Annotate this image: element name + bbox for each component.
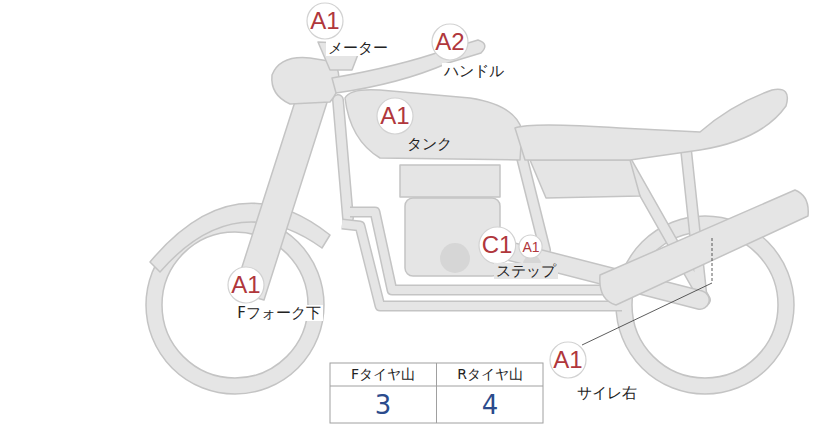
callout-code: A1 (231, 273, 260, 297)
circle-shape (307, 3, 343, 39)
part-name: サイレ右 (575, 385, 639, 402)
callout-circle: A1 (549, 341, 587, 379)
callout-circle: A1 (376, 97, 414, 135)
circle-shape (479, 227, 516, 264)
part-name: タンク (405, 136, 454, 153)
callout-code: A1 (310, 9, 339, 33)
part-name: ハンドル (442, 63, 506, 80)
leader-line (582, 283, 712, 345)
part-name: メーター (326, 40, 390, 57)
table-value: 3 (373, 391, 394, 420)
table-value: 4 (480, 391, 501, 420)
front-fender (150, 203, 330, 272)
circle-shape (228, 267, 264, 303)
callout-code: A1 (380, 104, 409, 128)
table-header: Rタイヤ山 (455, 367, 525, 382)
callout-circle: A1 (518, 234, 543, 259)
table-header: Fタイヤ山 (349, 367, 417, 382)
circle-shape (377, 98, 413, 134)
callout-circle: A1 (227, 266, 265, 304)
illustration-part (146, 40, 808, 394)
side-cover (530, 160, 640, 198)
illustration-part (330, 363, 543, 423)
circle-shape (432, 24, 468, 60)
seat (515, 89, 787, 160)
fuel-tank (345, 90, 522, 160)
callout-code: A1 (553, 348, 582, 372)
leader-line (712, 238, 713, 283)
engine-cover (440, 243, 470, 273)
engine-cylinder (400, 165, 500, 197)
part-name: ステップ (494, 263, 558, 280)
part-name: Fフォーク下 (235, 305, 323, 322)
callout-circle: C1 (478, 226, 517, 265)
callout-code: A1 (522, 240, 539, 254)
callout-code: C1 (482, 233, 513, 257)
callout-code: A2 (435, 30, 464, 54)
tire-table (330, 363, 543, 423)
callout-circle: A1 (306, 2, 344, 40)
muffler (600, 190, 808, 305)
circle-shape (550, 342, 586, 378)
callout-circle: A2 (431, 23, 469, 61)
circle-shape (519, 235, 542, 258)
illustration-part (436, 363, 437, 423)
